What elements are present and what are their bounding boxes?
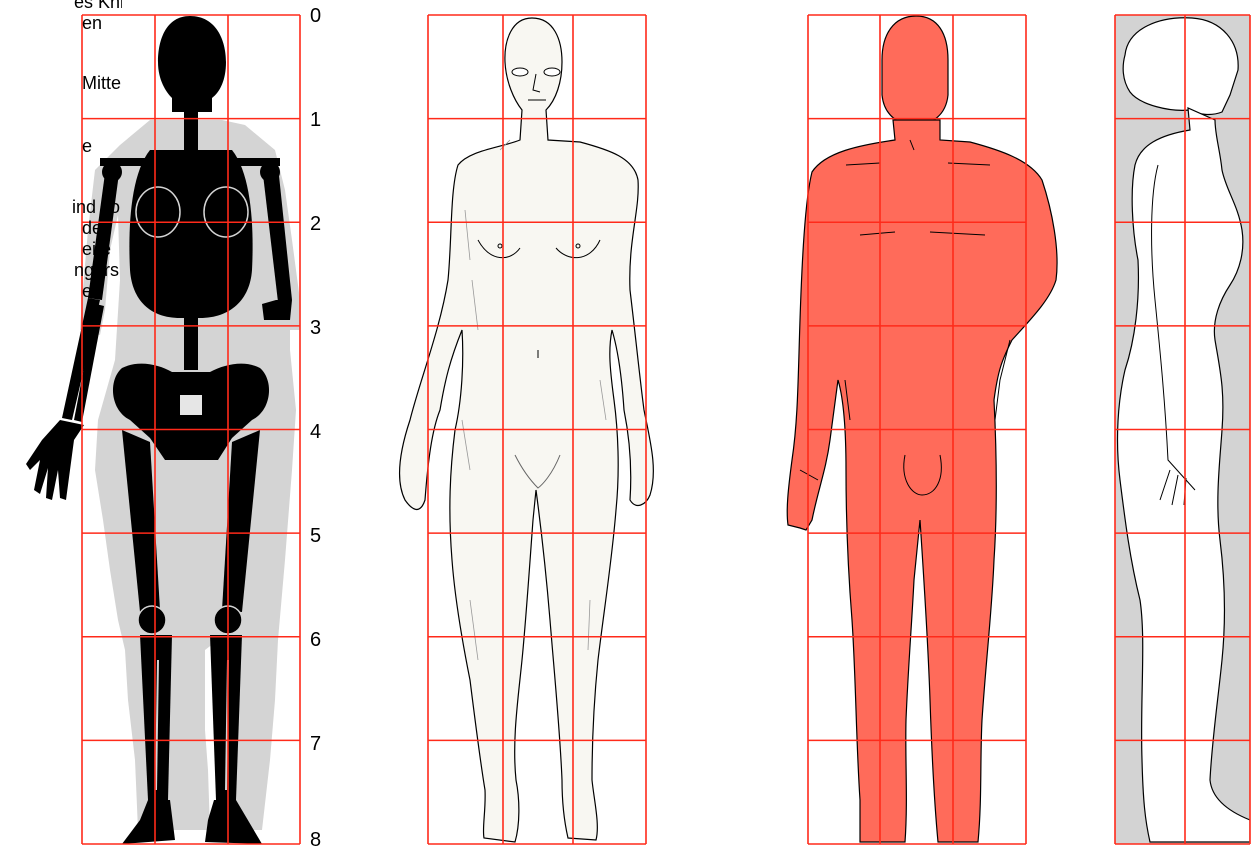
scale-label-0: 0 bbox=[310, 6, 321, 26]
male-front-body bbox=[882, 16, 948, 125]
scale-label-6: 6 bbox=[310, 630, 321, 650]
knee-left bbox=[138, 606, 166, 634]
eye-left bbox=[512, 68, 528, 76]
scale-label-8: 8 bbox=[310, 830, 321, 850]
sacrum-marks bbox=[180, 395, 202, 415]
eye-right bbox=[544, 68, 560, 76]
scale-label-5: 5 bbox=[310, 526, 321, 546]
hand-left bbox=[26, 420, 84, 500]
scale-label-4: 4 bbox=[310, 422, 321, 442]
scale-label-2: 2 bbox=[310, 214, 321, 234]
profile-head bbox=[1123, 18, 1238, 115]
shoulder-right bbox=[260, 162, 280, 182]
shoulder-left bbox=[102, 162, 122, 182]
scale-label-1: 1 bbox=[310, 110, 321, 130]
male-front-torso bbox=[787, 120, 1057, 842]
scale-label-7: 7 bbox=[310, 734, 321, 754]
skull bbox=[158, 16, 226, 112]
scale-label-3: 3 bbox=[310, 318, 321, 338]
forearm-right bbox=[262, 300, 292, 320]
foot-left bbox=[122, 800, 175, 844]
